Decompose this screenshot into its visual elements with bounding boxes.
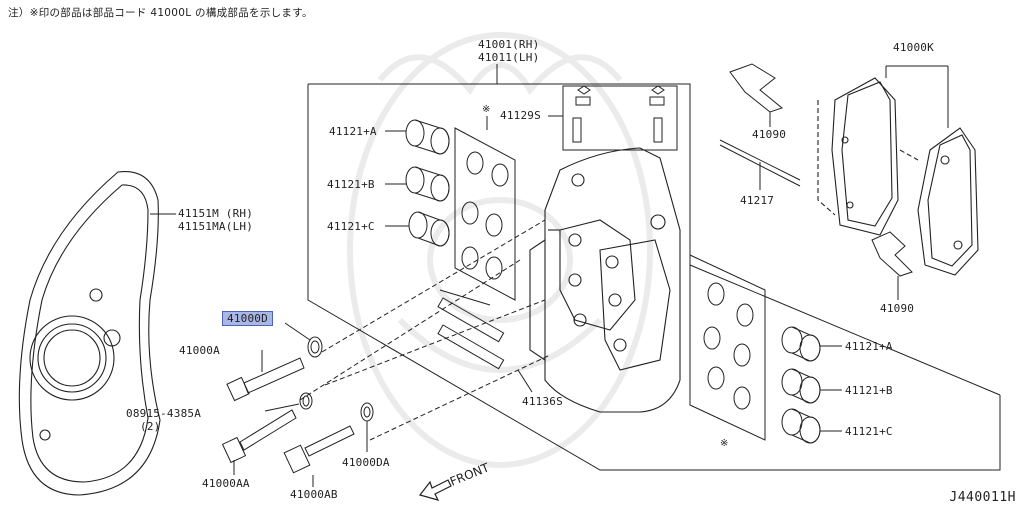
- bolt-41000AB: [283, 425, 355, 487]
- label-41090-top[interactable]: 41090: [752, 128, 787, 141]
- diagram-code: J440011H: [949, 490, 1016, 505]
- label-41217[interactable]: 41217: [740, 194, 775, 207]
- label-41000A[interactable]: 41000A: [179, 344, 220, 357]
- label-41121C-right[interactable]: 41121+C: [845, 425, 893, 438]
- assembly-centerlines: [299, 219, 551, 441]
- watermark-emblem: [347, 32, 653, 468]
- label-41121B-right[interactable]: 41121+B: [845, 384, 893, 397]
- seal-kit-left: [454, 116, 516, 301]
- label-41151M[interactable]: 41151M (RH) 41151MA(LH): [178, 207, 254, 233]
- label-41129S[interactable]: 41129S: [500, 109, 541, 122]
- label-41000AB[interactable]: 41000AB: [290, 488, 338, 501]
- seal-kit-right: [689, 254, 766, 441]
- pad-pin: [719, 139, 801, 190]
- label-41090-bottom[interactable]: 41090: [880, 302, 915, 315]
- label-41000AA[interactable]: 41000AA: [202, 477, 250, 490]
- front-label: FRONT: [448, 460, 492, 489]
- front-arrow-icon: [418, 479, 452, 501]
- caliper-assembly-frame: [307, 83, 1001, 471]
- backing-plate: [18, 171, 176, 496]
- label-41121A-left[interactable]: 41121+A: [329, 125, 377, 138]
- pistons-right: [781, 326, 842, 444]
- guide-pins: [437, 289, 533, 393]
- bleeder-kit: [548, 85, 678, 151]
- label-41000DA[interactable]: 41000DA: [342, 456, 390, 469]
- label-41136S[interactable]: 41136S: [522, 395, 563, 408]
- asterisk-mark-left: ※: [482, 104, 490, 115]
- asterisk-mark-right: ※: [720, 438, 728, 449]
- label-41121C-left[interactable]: 41121+C: [327, 220, 375, 233]
- label-41000D[interactable]: 41000D: [222, 311, 273, 326]
- caliper-body: [529, 147, 681, 413]
- bolt-41000AA: [221, 409, 297, 475]
- pistons-left: [385, 119, 450, 247]
- label-41001[interactable]: 41001(RH) 41011(LH): [478, 38, 540, 64]
- label-08915-4385A[interactable]: 08915-4385A (2): [126, 407, 202, 433]
- diagram-note: 注）※印の部品は部品コード 41000L の構成部品を示します。: [8, 7, 313, 19]
- washers: [264, 322, 374, 452]
- label-41121A-right[interactable]: 41121+A: [845, 340, 893, 353]
- leader-41000K: [885, 65, 949, 128]
- label-41000K[interactable]: 41000K: [893, 41, 934, 54]
- label-41121B-left[interactable]: 41121+B: [327, 178, 375, 191]
- pad-springs: [729, 63, 913, 300]
- bolt-41000A: [226, 350, 305, 402]
- brake-pads: [817, 77, 979, 276]
